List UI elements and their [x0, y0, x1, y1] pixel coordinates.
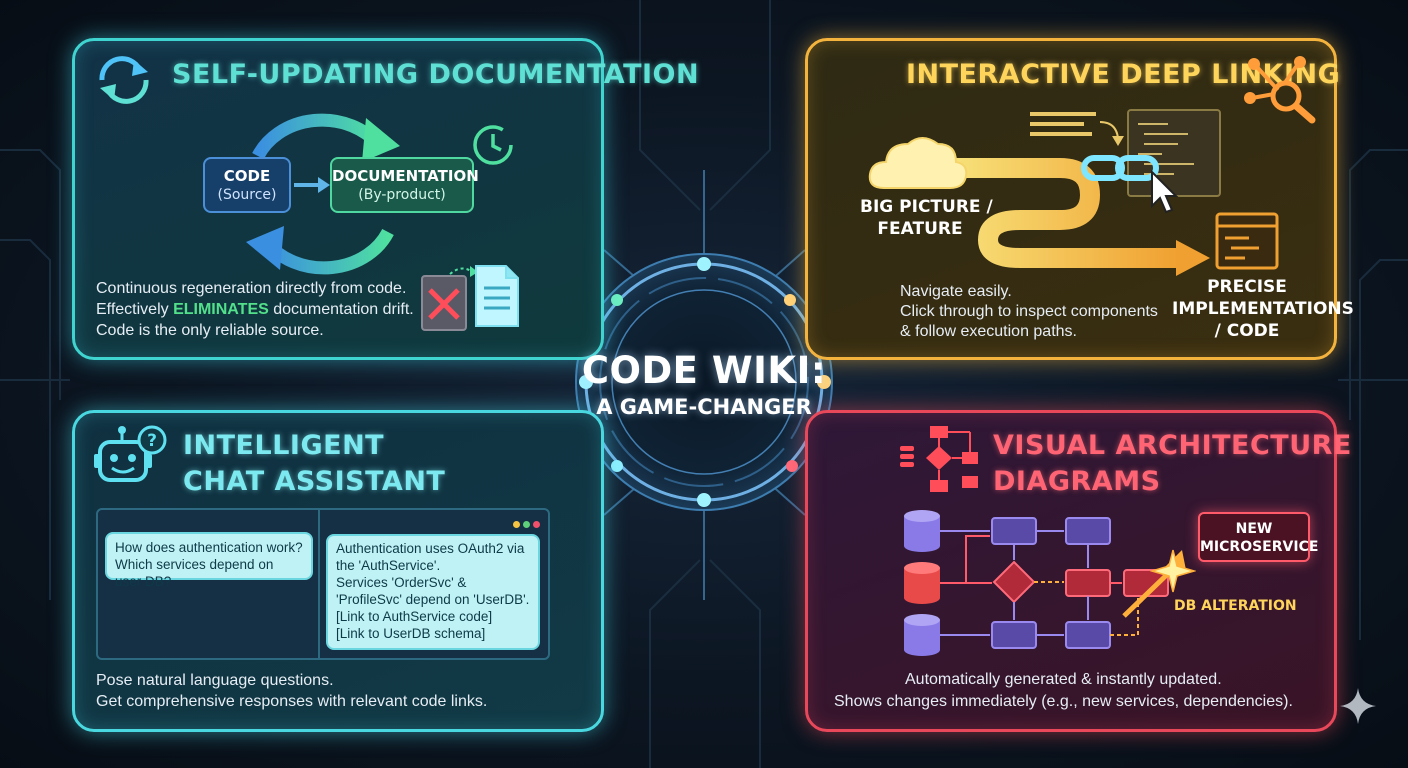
documentation-box: DOCUMENTATION (By-product) [330, 157, 479, 213]
chat-desc-2: Get comprehensive responses with relevan… [96, 693, 488, 710]
panel-title-architecture: VISUAL ARCHITECTURE DIAGRAMS [993, 430, 1352, 497]
clock-icon [473, 125, 513, 165]
chat-desc-1: Pose natural language questions. [96, 672, 334, 689]
assistant-answer-bubble: Authentication uses OAuth2 via the 'Auth… [326, 534, 540, 650]
sparkle-burst-icon [1150, 549, 1196, 593]
self-updating-desc-3: Code is the only reliable source. [96, 322, 324, 339]
cloud-icon [868, 137, 968, 189]
link-icon [1081, 155, 1159, 181]
deep-linking-desc-1: Navigate easily. [900, 283, 1012, 300]
refresh-icon [99, 56, 149, 104]
panel-interactive-deep-linking [805, 38, 1337, 360]
panel-title-chat-assistant: INTELLIGENT CHAT ASSISTANT [183, 430, 446, 497]
self-updating-desc-1: Continuous regeneration directly from co… [96, 280, 407, 297]
network-search-icon [1244, 56, 1316, 124]
cycle-arrows [246, 113, 400, 275]
architecture-desc-1: Automatically generated & instantly upda… [905, 671, 1222, 688]
precise-implementations-label: PRECISE IMPLEMENTATIONS / CODE [1172, 277, 1354, 341]
panel-title-self-updating: SELF-UPDATING DOCUMENTATION [172, 59, 700, 90]
code-to-doc-arrow [294, 177, 330, 193]
user-question-bubble: How does authentication work? Which serv… [105, 532, 313, 589]
eliminates-highlight: ELIMINATES [173, 301, 269, 318]
document-icon [421, 265, 519, 331]
deep-linking-desc-3: & follow execution paths. [900, 323, 1077, 340]
flowchart-icon [900, 426, 978, 492]
center-title: CODE WIKI: A GAME-CHANGER [581, 349, 827, 419]
deep-link-path [940, 158, 1210, 276]
architecture-desc-2: Shows changes immediately (e.g., new ser… [834, 693, 1293, 710]
new-microservice-box: NEW MICROSERVICE [1198, 512, 1318, 562]
panel-title-deep-linking: INTERACTIVE DEEP LINKING [906, 59, 1341, 90]
window-dots [510, 515, 540, 533]
sparkle-icon [1340, 688, 1376, 724]
architecture-diagram [904, 510, 1186, 656]
chatbot-icon: ? [94, 425, 167, 482]
self-updating-desc-2: Effectively ELIMINATES documentation dri… [96, 301, 414, 318]
code-file-icon [1215, 212, 1279, 270]
chat-divider [318, 510, 320, 658]
code-source-box: CODE (Source) [203, 157, 291, 213]
deep-linking-desc-2: Click through to inspect components [900, 303, 1158, 320]
big-picture-label: BIG PICTURE / FEATURE [860, 197, 993, 239]
svg-text:?: ? [147, 431, 157, 451]
db-alteration-label: DB ALTERATION [1174, 598, 1297, 614]
cursor-icon [1151, 170, 1179, 214]
